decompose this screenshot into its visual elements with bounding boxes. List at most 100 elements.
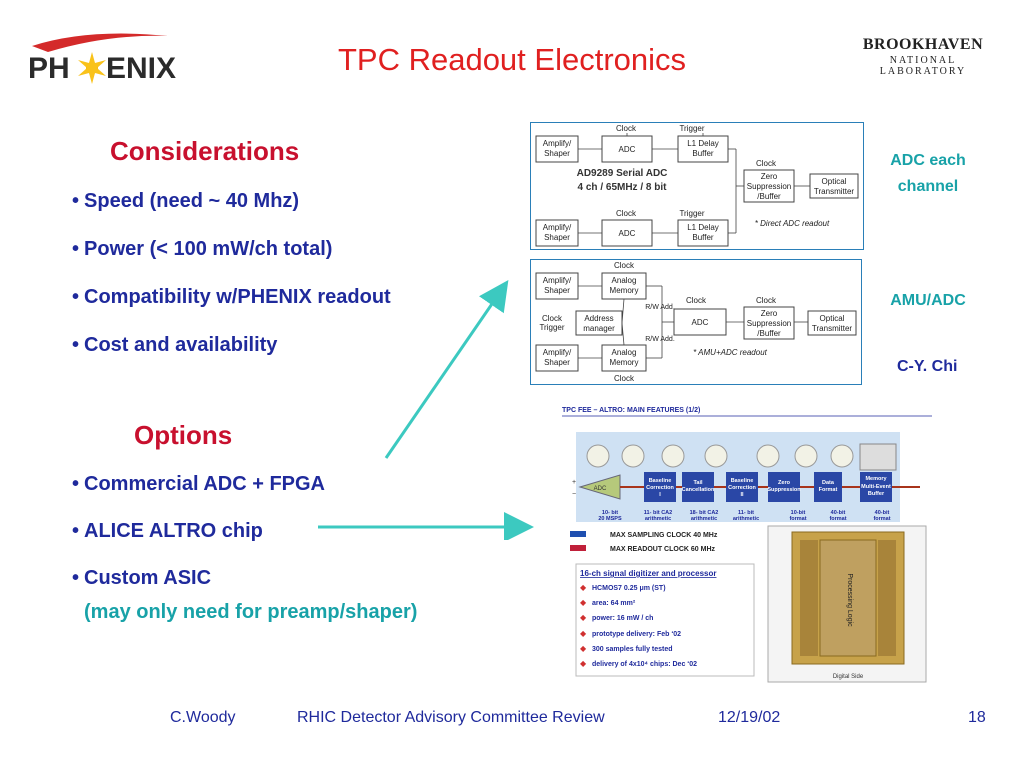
svg-text:ADC: ADC: [619, 229, 636, 238]
svg-text:◆: ◆: [580, 598, 587, 607]
bnl-logo-line1: BROOKHAVEN: [862, 36, 984, 53]
svg-text:◆: ◆: [580, 583, 587, 592]
slide-title: TPC Readout Electronics: [337, 42, 687, 77]
svg-text:Address: Address: [584, 314, 613, 323]
svg-text:Clock: Clock: [686, 296, 707, 305]
die-label: Processing Logic: [846, 573, 853, 627]
footer-date: 12/19/02: [718, 709, 781, 726]
svg-text:Optical: Optical: [822, 177, 847, 186]
svg-text:Multi-Event: Multi-Event: [861, 484, 891, 490]
svg-text:Zero: Zero: [761, 172, 778, 181]
svg-text:Suppression: Suppression: [747, 182, 791, 191]
svg-text:Optical: Optical: [820, 314, 845, 323]
svg-text:Buffer: Buffer: [868, 491, 885, 497]
phenix-star-icon: [78, 52, 106, 84]
option-note: (may only need for preamp/shaper): [84, 601, 418, 623]
svg-text:Suppression: Suppression: [747, 319, 791, 328]
svg-text:Trigger: Trigger: [539, 323, 564, 332]
svg-text:Trigger: Trigger: [679, 209, 704, 218]
svg-text:format: format: [873, 516, 890, 522]
diagram1-note: * Direct ADC readout: [755, 219, 830, 228]
svg-text:Baseline: Baseline: [649, 478, 672, 484]
svg-text:300 samples fully tested: 300 samples fully tested: [592, 646, 673, 653]
consideration-item: •Power (< 100 mW/ch total): [72, 238, 333, 260]
svg-text:ADC: ADC: [692, 318, 709, 327]
svg-text:format: format: [829, 516, 846, 522]
svg-text:R/W Add.: R/W Add.: [645, 336, 675, 343]
svg-text:arithmetic: arithmetic: [645, 516, 671, 522]
svg-text:Clock: Clock: [756, 296, 777, 305]
chip-label-1: AD9289 Serial ADC: [577, 168, 668, 179]
svg-text:format: format: [789, 516, 806, 522]
option-item: •Commercial ADC + FPGA: [72, 473, 326, 495]
svg-text:Clock: Clock: [542, 314, 563, 323]
svg-text:arithmetic: arithmetic: [691, 516, 717, 522]
svg-text:Correction: Correction: [728, 485, 756, 491]
bnl-logo-line2: NATIONAL LABORATORY: [879, 55, 967, 77]
arrows-layer: [318, 280, 534, 540]
svg-text:/Buffer: /Buffer: [757, 329, 781, 338]
svg-text:Shaper: Shaper: [544, 149, 570, 158]
clock-readout: MAX READOUT CLOCK 60 MHz: [610, 546, 716, 553]
svg-text:/Buffer: /Buffer: [757, 192, 781, 201]
consideration-item: •Cost and availability: [72, 334, 278, 356]
svg-text:18- bit CA2: 18- bit CA2: [690, 510, 719, 516]
svg-text:Shaper: Shaper: [544, 233, 570, 242]
svg-text:Shaper: Shaper: [544, 358, 570, 367]
considerations-heading: Considerations: [110, 136, 300, 166]
consideration-item: •Compatibility w/PHENIX readout: [72, 286, 391, 308]
scope-icons: [586, 444, 854, 468]
svg-text:Tail: Tail: [693, 480, 703, 486]
svg-text:Analog: Analog: [612, 276, 637, 285]
svg-text:◆: ◆: [580, 629, 587, 638]
svg-text:Buffer: Buffer: [692, 149, 714, 158]
phenix-logo-right: ENIX: [106, 52, 176, 85]
bnl-logo: BROOKHAVEN NATIONAL LABORATORY: [848, 36, 998, 77]
clock-sampling: MAX SAMPLING CLOCK 40 MHz: [610, 532, 718, 539]
svg-text:Cancellation: Cancellation: [682, 487, 715, 493]
svg-text:Amplify/: Amplify/: [543, 223, 572, 232]
svg-text:ADC: ADC: [594, 486, 607, 492]
side-label-amu-adc: AMU/ADC: [890, 292, 966, 309]
option-item: •Custom ASIC: [72, 567, 212, 589]
svg-text:+: +: [572, 479, 576, 486]
altro-heading: 16-ch signal digitizer and processor: [580, 569, 716, 578]
option-item: •ALICE ALTRO chip: [72, 520, 263, 542]
chip-label-2: 4 ch / 65MHz / 8 bit: [578, 182, 668, 193]
svg-text:Zero: Zero: [778, 480, 791, 486]
svg-text:L1 Delay: L1 Delay: [687, 139, 719, 148]
arrow-to-amu-diagram: [384, 280, 509, 459]
footer-page-number: 18: [968, 709, 986, 726]
consideration-item: •Speed (need ~ 40 Mhz): [72, 190, 300, 212]
svg-text:L1 Delay: L1 Delay: [687, 223, 719, 232]
svg-text:Analog: Analog: [612, 348, 637, 357]
altro-title: TPC FEE – ALTRO: MAIN FEATURES (1/2): [562, 407, 700, 414]
svg-text:Amplify/: Amplify/: [543, 348, 572, 357]
svg-text:delivery of 4x10⁴ chips: Dec ‘: delivery of 4x10⁴ chips: Dec ‘02: [592, 661, 697, 668]
svg-text:Trigger: Trigger: [679, 124, 704, 133]
svg-text:40-bit: 40-bit: [831, 510, 846, 516]
svg-text:Buffer: Buffer: [692, 233, 714, 242]
svg-text:−: −: [572, 491, 576, 498]
footer-event: RHIC Detector Advisory Committee Review: [297, 709, 605, 726]
phenix-logo: PH ENIX: [28, 30, 188, 90]
svg-text:arithmetic: arithmetic: [733, 516, 759, 522]
svg-text:20 MSPS: 20 MSPS: [598, 516, 622, 522]
svg-text:ADC: ADC: [619, 145, 636, 154]
svg-text:Memory: Memory: [865, 476, 887, 482]
svg-text:Transmitter: Transmitter: [814, 187, 854, 196]
svg-text:manager: manager: [583, 324, 615, 333]
svg-text:II: II: [740, 492, 744, 498]
svg-text:Suppression: Suppression: [767, 487, 801, 493]
svg-text:Clock: Clock: [616, 124, 637, 133]
svg-text:10- bit: 10- bit: [602, 510, 618, 516]
footer-author: C.Woody: [170, 709, 236, 726]
svg-text:HCMOS7 0.25 μm (ST): HCMOS7 0.25 μm (ST): [592, 585, 666, 592]
svg-text:◆: ◆: [580, 659, 587, 668]
svg-text:40-bit: 40-bit: [875, 510, 890, 516]
svg-text:R/W Add.: R/W Add.: [645, 304, 675, 311]
svg-text:I: I: [659, 492, 661, 498]
svg-text:Amplify/: Amplify/: [543, 139, 572, 148]
